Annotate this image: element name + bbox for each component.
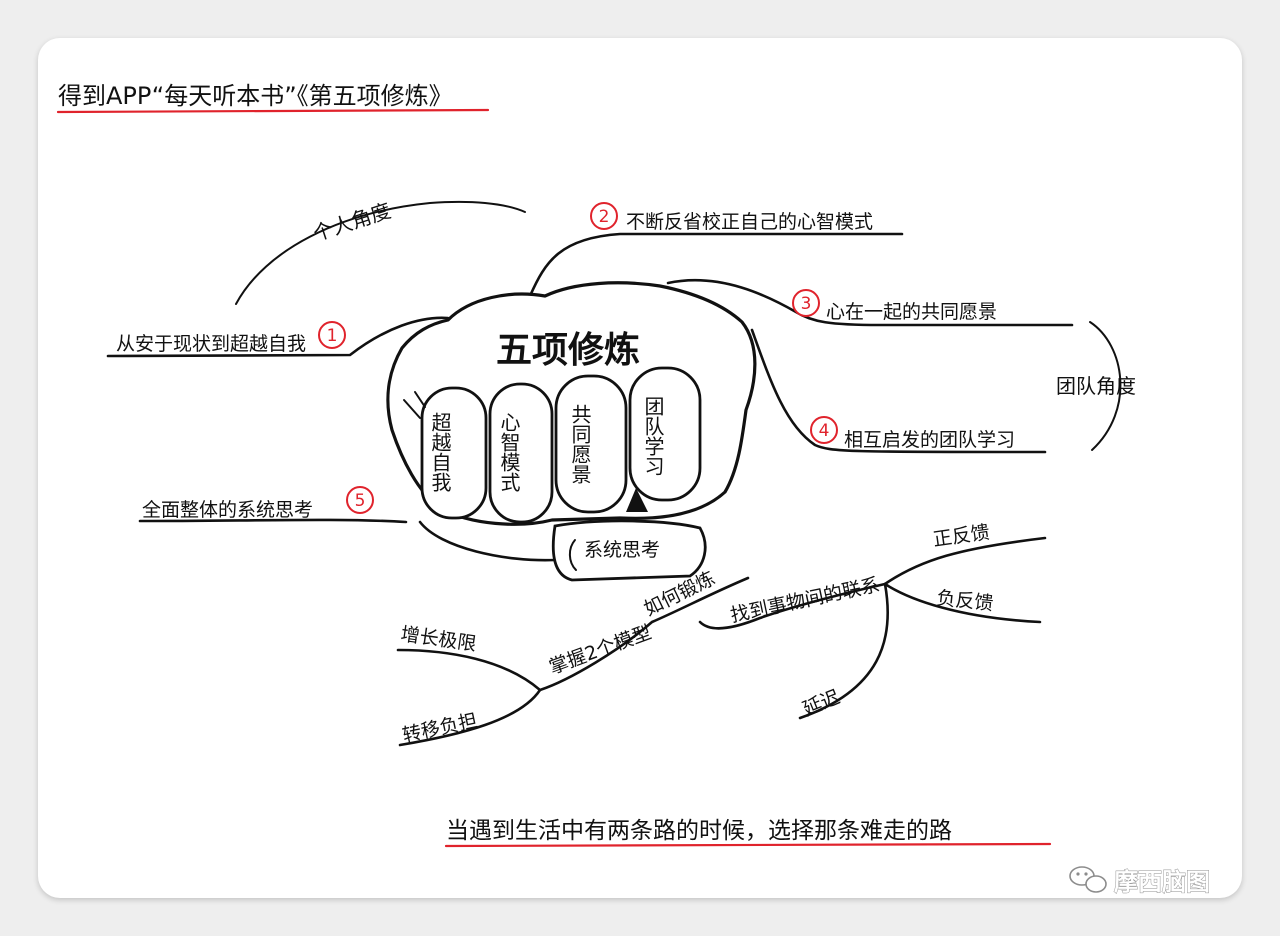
branch-1-marker bbox=[318, 321, 346, 349]
wechat-icon bbox=[1069, 866, 1107, 893]
branch-4-text: 相互启发的团队学习 bbox=[844, 429, 1015, 451]
branch-1-text: 从安于现状到超越自我 bbox=[116, 333, 306, 355]
personal-arc bbox=[235, 200, 526, 305]
branch-1-number: 1 bbox=[327, 326, 338, 346]
finger-label-4: 团队学习 bbox=[641, 396, 665, 476]
header-title: 得到APP“每天听本书”《第五项修炼》 bbox=[58, 82, 453, 110]
shifting-the-burden: 转移负担 bbox=[400, 710, 479, 747]
branch-2-text: 不断反省校正自己的心智模式 bbox=[626, 211, 873, 233]
personal-perspective: 个人角度 bbox=[310, 198, 394, 246]
branch-3-text: 心在一起的共同愿景 bbox=[826, 301, 997, 323]
negative-feedback: 负反馈 bbox=[935, 587, 994, 615]
finger-label-1: 超越自我 bbox=[428, 412, 452, 492]
branch-5-number: 5 bbox=[355, 491, 366, 511]
footer-motto: 当遇到生活中有两条路的时候，选择那条难走的路 bbox=[446, 818, 952, 844]
branch-2-marker bbox=[590, 202, 618, 230]
branch-3-marker bbox=[792, 289, 820, 317]
finger-label-3: 共同愿景 bbox=[568, 404, 592, 484]
practice-connectors bbox=[396, 536, 1047, 747]
branch-5-marker bbox=[346, 486, 374, 514]
team-arc bbox=[1089, 321, 1122, 451]
footer-underline bbox=[444, 842, 1052, 848]
find-connections: 找到事物间的联系 bbox=[728, 574, 881, 627]
finger-label-2: 心智模式 bbox=[497, 412, 521, 492]
branch-5-text: 全面整体的系统思考 bbox=[142, 499, 313, 521]
thumb-label: 系统思考 bbox=[584, 539, 660, 561]
watermark-text: 摩西脑图 bbox=[1114, 868, 1210, 896]
header-underline bbox=[56, 108, 490, 114]
center-title: 五项修炼 bbox=[496, 330, 640, 371]
delay: 延迟 bbox=[800, 686, 843, 721]
fist-illustration bbox=[386, 281, 757, 582]
branch-4-number: 4 bbox=[819, 421, 830, 441]
master-two-models: 掌握2个模型 bbox=[546, 621, 654, 678]
branch-2-number: 2 bbox=[599, 207, 610, 227]
team-perspective: 团队角度 bbox=[1056, 374, 1136, 398]
branch-4-marker bbox=[810, 416, 838, 444]
branch-3-number: 3 bbox=[801, 294, 812, 314]
